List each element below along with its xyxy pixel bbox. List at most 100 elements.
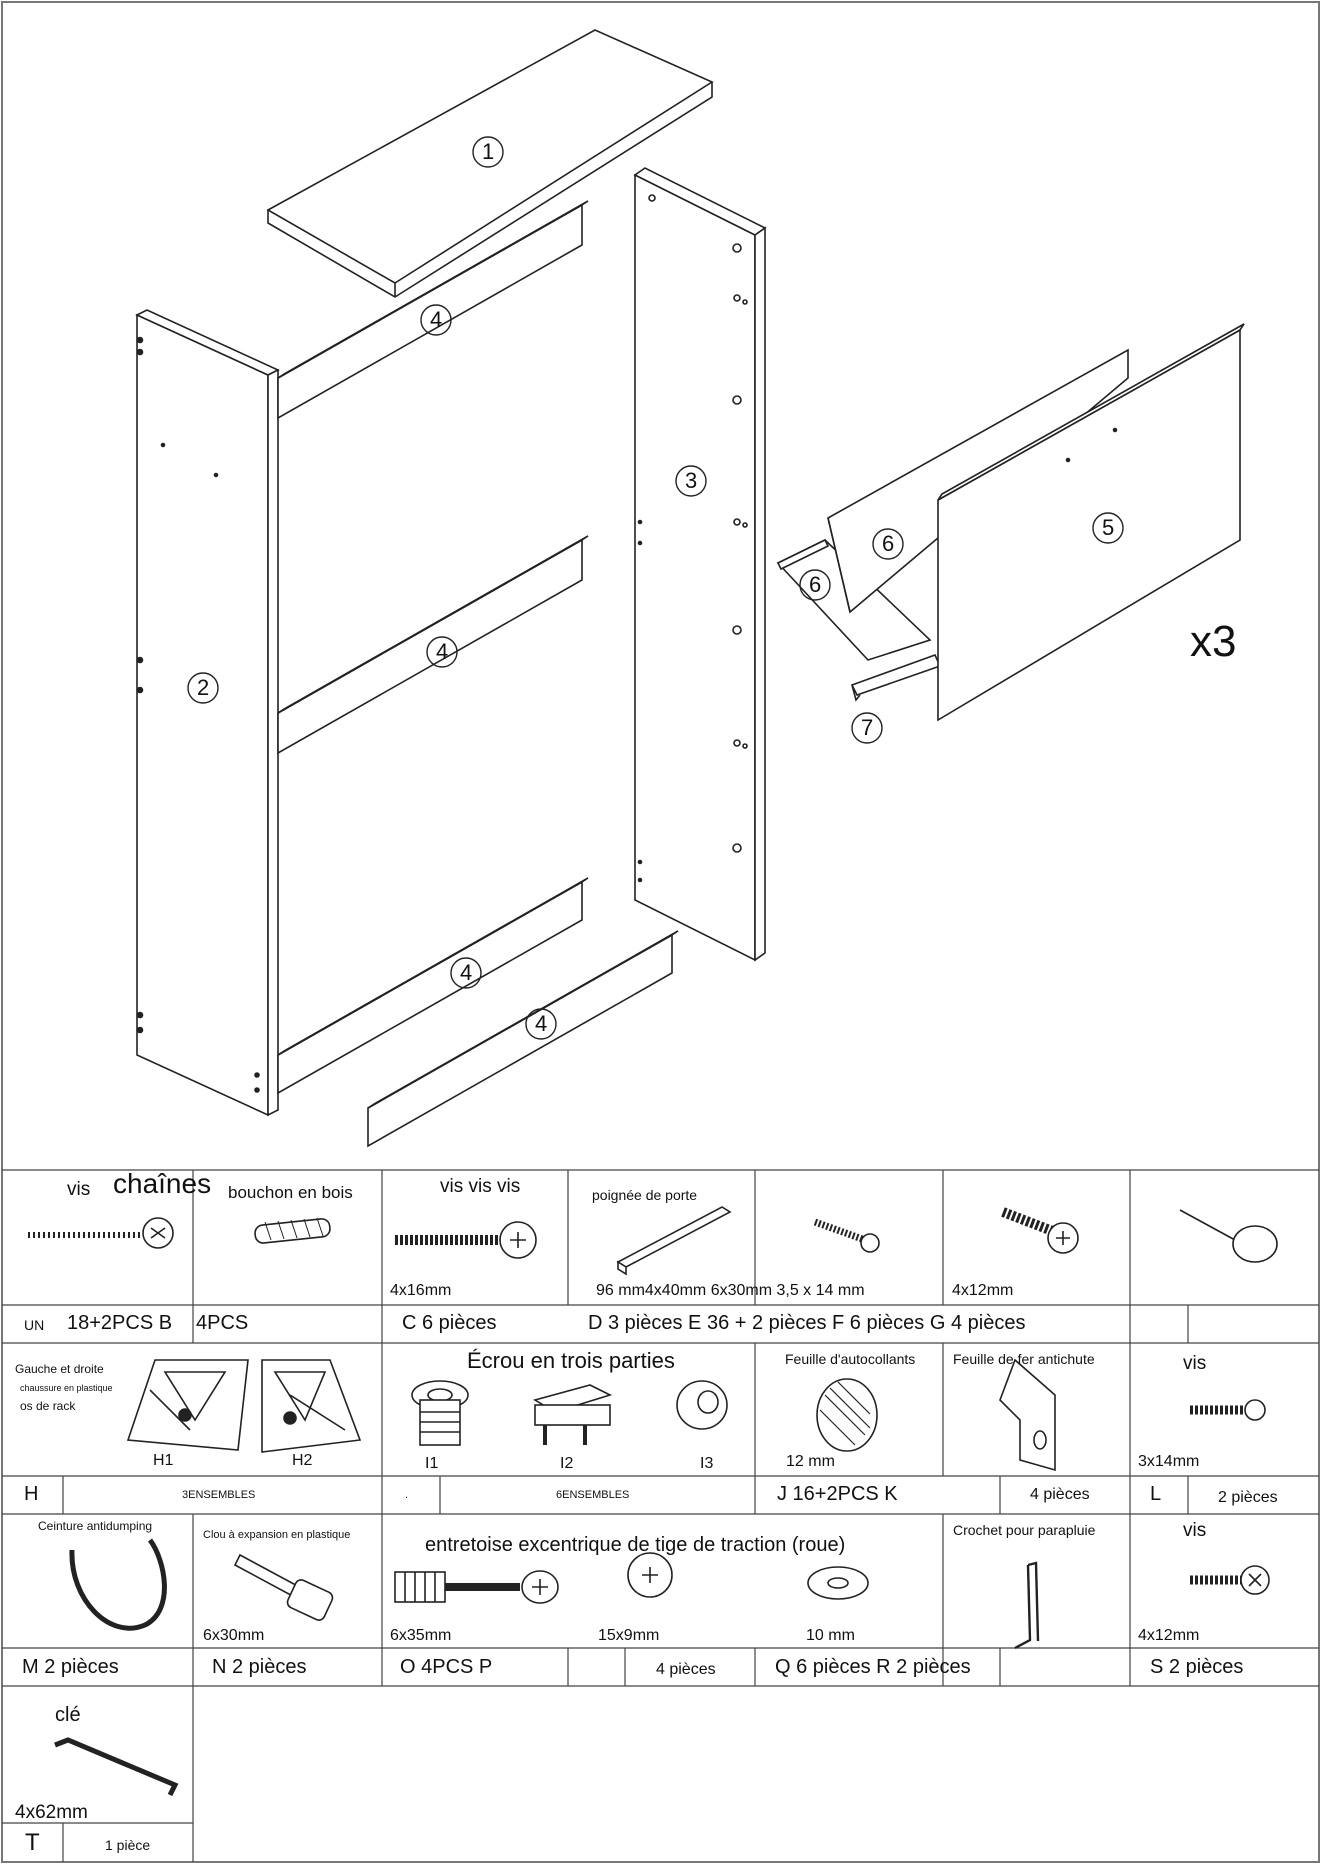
expansion-anchor-label: Clou à expansion en plastique: [203, 1529, 351, 1541]
wood-dowel-icon: [254, 1217, 331, 1244]
allen-key-icon: [54, 1737, 179, 1797]
size-d-e-f: 96 mm4x40mm 6x30mm 3,5 x 14 mm: [596, 1282, 865, 1299]
cam-lock-size: 15x9mm: [598, 1627, 660, 1644]
screw-c-label: vis vis vis: [440, 1176, 521, 1197]
nut-i1-label: I1: [425, 1455, 439, 1472]
hardware-table-grid: [2, 1169, 1319, 1862]
qty-i: 6ENSEMBLES: [556, 1489, 630, 1501]
screw-a-icon: [28, 1217, 174, 1249]
panel-number-3: 3: [685, 468, 698, 493]
hinge-title: Gauche et droite: [15, 1362, 104, 1376]
code-l: L: [1150, 1483, 1162, 1505]
cam-bolt-icon: [394, 1570, 559, 1604]
qty-p: 4 pièces: [656, 1661, 716, 1678]
screw-e-icon: [813, 1218, 880, 1253]
rail-4-top: [277, 200, 589, 420]
panel-number-4: 4: [430, 307, 443, 332]
nail-g-icon: [1179, 1209, 1278, 1263]
cam-spacer-label: entretoise excentrique de tige de tracti…: [425, 1534, 846, 1556]
hinge-h2-icon: [261, 1359, 362, 1453]
screw-s-icon: [1190, 1565, 1270, 1595]
row-h-dot: .: [405, 1489, 409, 1501]
qty-m: M 2 pièces: [22, 1656, 119, 1678]
panel-number-4: 4: [460, 960, 473, 985]
drawer-handle-7: [850, 653, 942, 702]
nut-i2-label: I2: [560, 1455, 574, 1472]
tie-strap-icon: [69, 1538, 167, 1631]
expansion-anchor-icon: [233, 1553, 334, 1621]
anchor-size: 6x30mm: [203, 1627, 265, 1644]
qty-l: 2 pièces: [1218, 1489, 1278, 1506]
qty-k: 4 pièces: [1030, 1486, 1090, 1503]
allen-key-label: clé: [55, 1704, 81, 1726]
panel-number-2: 2: [197, 675, 210, 700]
panel-number-1: 1: [482, 139, 495, 164]
qty-o-p: O 4PCS P: [400, 1656, 493, 1678]
size-f: 4x12mm: [952, 1282, 1014, 1299]
hinge-h1-label: H1: [153, 1452, 174, 1469]
chains-label: chaînes: [113, 1168, 212, 1199]
qty-t: 1 pièce: [105, 1837, 151, 1853]
allen-key-size: 4x62mm: [15, 1802, 88, 1823]
nut-i2-icon: [532, 1384, 613, 1445]
quantity-multiplier: x3: [1190, 617, 1237, 666]
panel-1-shape: [266, 29, 714, 298]
code-a: UN: [24, 1317, 45, 1333]
panel-number-6: 6: [882, 531, 895, 556]
qty-n: N 2 pièces: [212, 1656, 307, 1678]
panel-number-4: 4: [436, 639, 449, 664]
panel-number-rings: [187, 136, 1124, 1040]
sticker-size: 12 mm: [786, 1453, 835, 1470]
qty-s: S 2 pièces: [1150, 1656, 1244, 1678]
qty-j-k: J 16+2PCS K: [777, 1483, 898, 1505]
sticker-label: Feuille d'autocollants: [785, 1351, 916, 1367]
anti-fall-plate-icon: [999, 1358, 1056, 1472]
hinge-h2-label: H2: [292, 1452, 313, 1469]
rail-4-lower: [277, 877, 589, 1095]
washer-icon: [807, 1566, 869, 1600]
qty-h: 3ENSEMBLES: [182, 1489, 256, 1501]
size-c: 4x16mm: [390, 1282, 452, 1299]
umbrella-hook-label: Crochet pour parapluie: [953, 1522, 1096, 1538]
nut-i3-label: I3: [700, 1455, 714, 1472]
panel-number-7: 7: [861, 715, 874, 740]
washer-size: 10 mm: [806, 1627, 855, 1644]
screw-l-size: 3x14mm: [1138, 1453, 1200, 1470]
cam-bolt-size: 6x35mm: [390, 1627, 452, 1644]
qty-c: C 6 pièces: [402, 1312, 497, 1334]
screw-l-label: vis: [1183, 1353, 1207, 1374]
code-h: H: [24, 1483, 39, 1505]
panel-2-shape: [135, 309, 280, 1117]
screw-c-icon: [395, 1221, 537, 1259]
dowel-label: bouchon en bois: [228, 1183, 353, 1202]
rail-4-bottom: [367, 930, 679, 1148]
hinge-subtitle-2: os de rack: [20, 1399, 76, 1413]
screw-s-label: vis: [1183, 1520, 1207, 1541]
qty-q-r: Q 6 pièces R 2 pièces: [775, 1656, 971, 1678]
panel-number-5: 5: [1102, 515, 1115, 540]
nut-i3-icon: [676, 1380, 728, 1430]
rail-4-middle: [277, 535, 589, 755]
umbrella-hook-icon: [1014, 1561, 1040, 1650]
panel-number-6: 6: [809, 572, 822, 597]
three-part-nut-label: Écrou en trois parties: [467, 1348, 675, 1373]
qty-b: 4PCS: [196, 1312, 249, 1334]
nut-i1-icon: [411, 1380, 469, 1446]
screw-s-size: 4x12mm: [1138, 1627, 1200, 1644]
sticker-pad-icon: [816, 1378, 878, 1452]
qty-a-b: 18+2PCS B: [67, 1312, 173, 1334]
screw-f-icon: [1001, 1207, 1079, 1254]
hinge-h1-icon: [126, 1359, 249, 1451]
code-t: T: [25, 1829, 40, 1856]
screw-a-label: vis: [67, 1179, 91, 1200]
screw-l-icon: [1190, 1399, 1266, 1421]
panel-3-shape: [633, 167, 767, 962]
handle-label: poignée de porte: [592, 1187, 698, 1203]
hinge-subtitle-1: chaussure en plastique: [20, 1383, 113, 1393]
cam-lock-icon: [627, 1552, 673, 1598]
door-handle-icon: [616, 1206, 732, 1276]
anti-fall-plate-label: Feuille de fer antichute: [953, 1351, 1095, 1367]
